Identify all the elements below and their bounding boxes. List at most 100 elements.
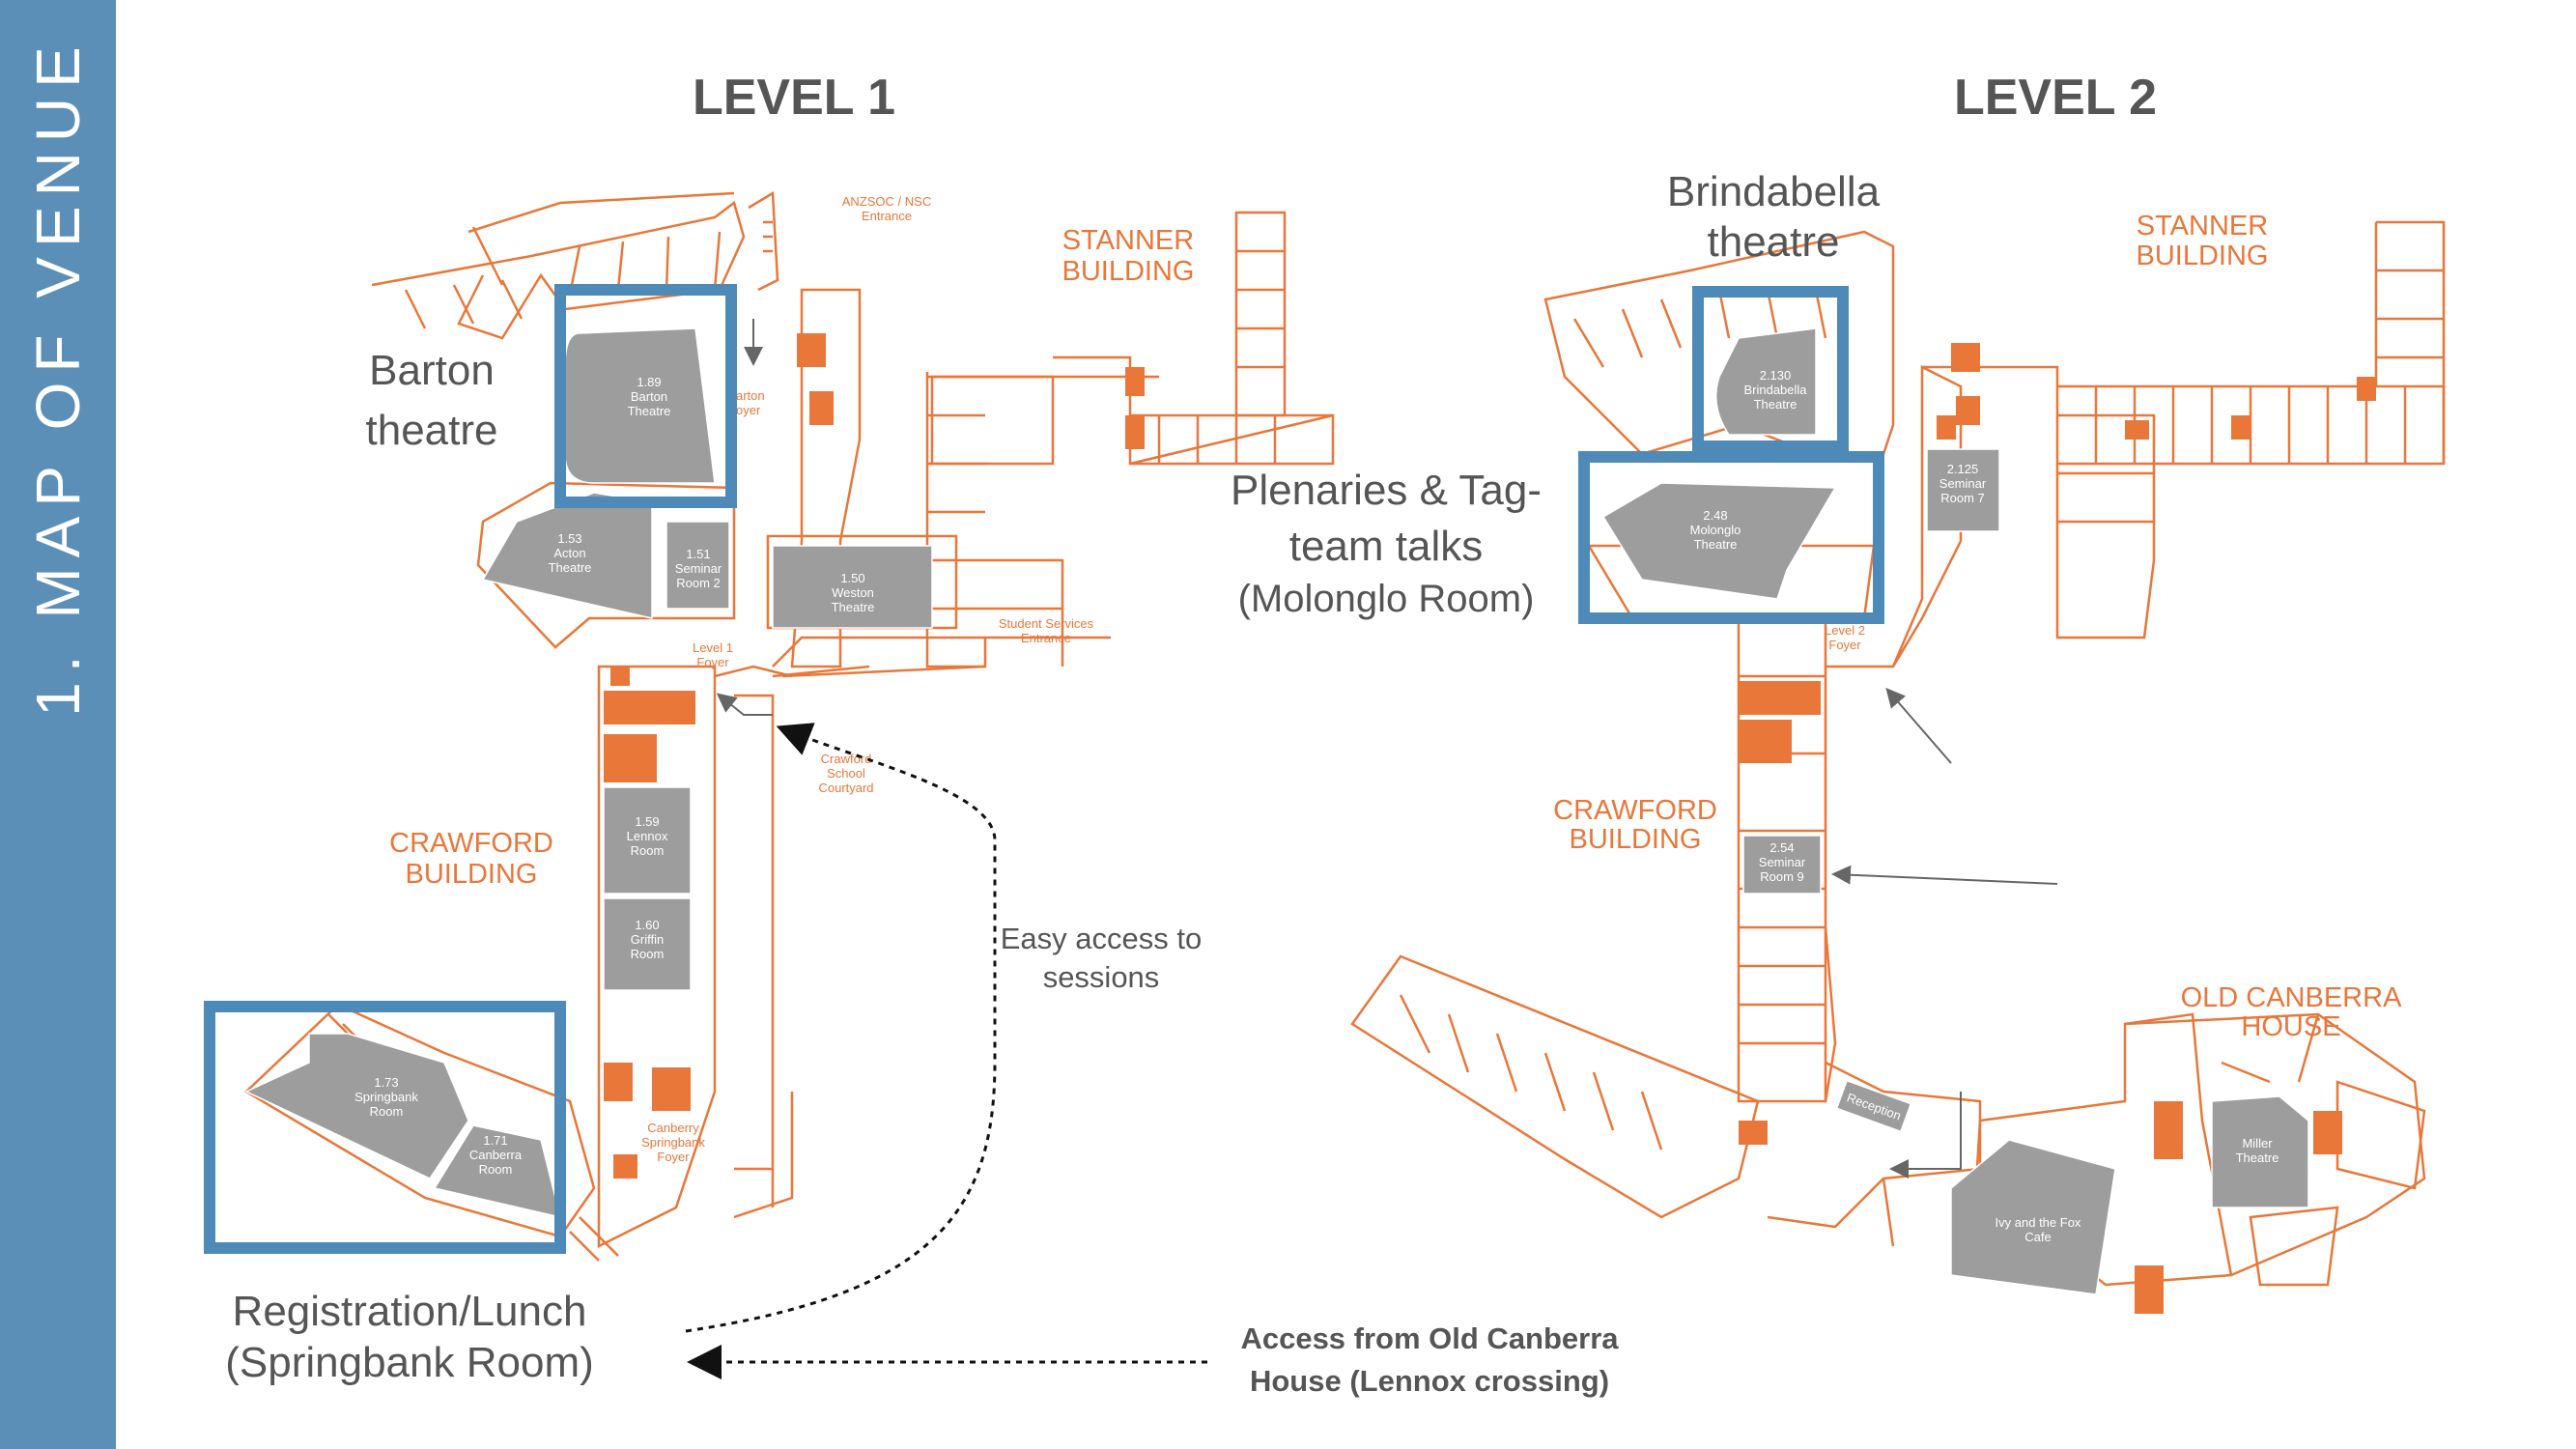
- level2-reception-area: [1767, 1061, 1982, 1247]
- wc-icon: [2313, 1111, 2342, 1154]
- wc-icon: [610, 667, 630, 686]
- highlight-springbank-room[interactable]: [204, 1001, 566, 1254]
- wc-icon: [2231, 415, 2250, 440]
- level1-stanner-partitions: [1236, 249, 1285, 369]
- wc-icon: [604, 691, 695, 724]
- room-seminar-7[interactable]: [1926, 448, 2000, 532]
- highlight-molonglo-theatre[interactable]: [1578, 451, 1884, 624]
- annotation-molonglo-room: (Molonglo Room): [1238, 578, 1535, 620]
- level2-north-partitions: [1572, 289, 1827, 368]
- level1-map: LEVEL 1: [204, 70, 1335, 1386]
- wc-icon: [652, 1067, 691, 1111]
- level2-stanner-west: [1922, 365, 2156, 639]
- wc-icon: [604, 734, 657, 782]
- room-lennox[interactable]: [603, 786, 692, 895]
- wc-icon: [1937, 415, 1956, 440]
- room-miller-theatre[interactable]: [2211, 1095, 2309, 1208]
- pointer-level2-foyer: [1885, 687, 1952, 764]
- pointer-level1-foyer: [716, 693, 773, 716]
- annotation-plenaries: Plenaries & Tag-team talks: [1231, 467, 1542, 570]
- wc-icon: [1739, 1121, 1768, 1145]
- level1-title: LEVEL 1: [693, 70, 895, 126]
- room-springbank[interactable]: [244, 1033, 469, 1179]
- room-brindabella-theatre[interactable]: [1714, 327, 1817, 436]
- level1-north-wing-partitions: [404, 231, 722, 329]
- wc-icon: [1739, 720, 1792, 763]
- wc-icon: [1125, 415, 1145, 449]
- level1-corridor-partitions: [733, 665, 870, 1219]
- level1-student-services-rooms: [985, 558, 1064, 667]
- pointer-seminar-9: [1831, 865, 2058, 885]
- level1-stair-north: [748, 190, 779, 292]
- level1-foyer-walls: [772, 636, 1111, 678]
- level2-southwest-partitions: [1399, 994, 1663, 1151]
- wc-icon: [613, 1154, 637, 1179]
- wc-icon: [1125, 367, 1145, 396]
- wc-icon: [2357, 377, 2376, 401]
- level2-southwest-wing: [1350, 954, 1760, 1219]
- wc-icon: [1951, 343, 1980, 372]
- easy-access-arrow: [685, 723, 997, 1333]
- wc-icon: [809, 391, 834, 425]
- wc-icon: [2135, 1265, 2164, 1314]
- level1-weston-block: [766, 534, 958, 630]
- room-griffin[interactable]: [603, 897, 692, 991]
- room-ivy-and-the-fox[interactable]: [1950, 1139, 2116, 1295]
- room-molonglo-theatre[interactable]: [1601, 482, 1837, 600]
- level1-central-corridor: [597, 665, 717, 1249]
- highlight-brindabella-theatre[interactable]: [1692, 286, 1849, 452]
- level1-stanner-core: [930, 375, 1055, 466]
- wc-icon: [797, 333, 826, 367]
- reception-desk[interactable]: [1836, 1080, 1911, 1132]
- level2-title: LEVEL 2: [1954, 70, 2157, 126]
- pointer-reception: [1889, 1092, 1962, 1179]
- wc-icon: [1739, 681, 1821, 715]
- level1-corridor-east: [714, 665, 793, 1208]
- sidebar: 1. MAP OF VENUE: [0, 0, 116, 1449]
- highlight-barton-theatre[interactable]: [554, 284, 737, 508]
- level1-north-arc: [467, 191, 735, 286]
- wc-icon: [2125, 420, 2149, 440]
- level1-springbank-wing: [243, 1003, 596, 1238]
- level1-stanner-north-rooms: [927, 375, 1335, 466]
- room-seminar-9[interactable]: [1742, 835, 1822, 895]
- room-weston-theatre[interactable]: [772, 545, 933, 629]
- level2-stanner-east-rooms: [2374, 220, 2446, 464]
- level2-map: LEVEL 2: [1231, 70, 2446, 1314]
- wc-icon: [1956, 396, 1980, 425]
- room-seminar-2[interactable]: [665, 521, 730, 610]
- wc-icon: [2154, 1101, 2183, 1159]
- annotation-registration-lunch: Registration/Lunch(Springbank Room): [225, 1288, 594, 1386]
